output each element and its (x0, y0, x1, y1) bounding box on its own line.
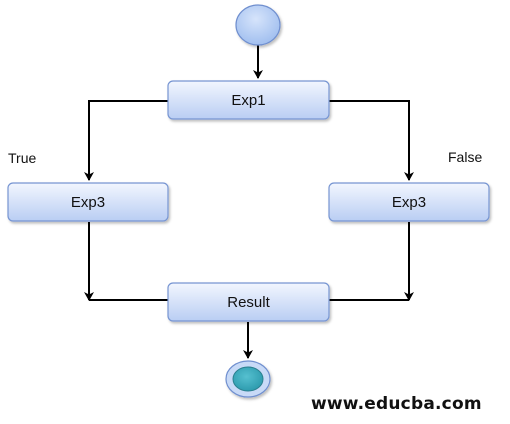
node-exp3-right-label: Exp3 (392, 194, 426, 211)
edge-exp1-to-exp3-right (329, 100, 414, 181)
node-exp3-right: Exp3 (328, 182, 490, 222)
edge-exp1-to-exp3-left (84, 100, 168, 181)
node-result-label: Result (227, 294, 270, 311)
node-result: Result (167, 282, 330, 322)
end-node (225, 360, 271, 398)
branch-label-false: False (448, 149, 482, 165)
connectors (84, 45, 414, 359)
node-exp3-left: Exp3 (7, 182, 169, 222)
node-exp1-label: Exp1 (231, 92, 265, 109)
node-exp1: Exp1 (167, 80, 330, 120)
node-exp3-left-label: Exp3 (71, 194, 105, 211)
start-node (235, 4, 281, 46)
branch-label-true: True (8, 150, 36, 166)
watermark-text: www.educba.com (311, 394, 482, 414)
